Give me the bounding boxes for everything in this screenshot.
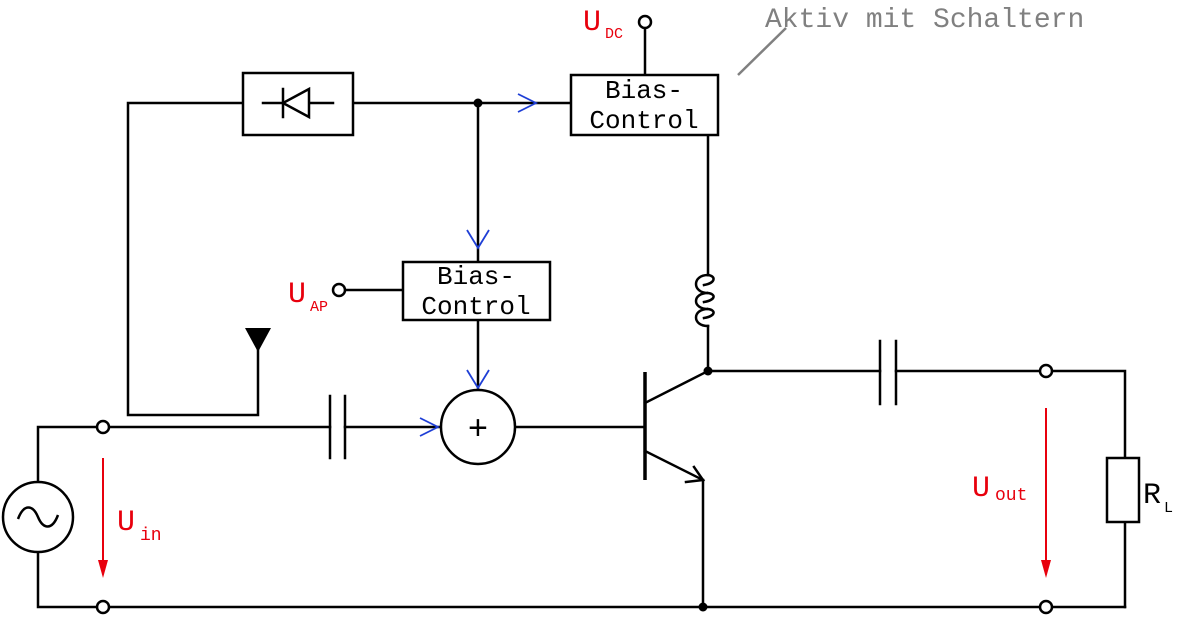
udc-label-main: U xyxy=(583,6,601,40)
annotation-leader-line xyxy=(737,27,787,76)
load-resistor xyxy=(1105,456,1141,524)
uap-label-main: U xyxy=(288,278,306,312)
adder: + xyxy=(439,388,517,466)
uap-terminal xyxy=(331,282,347,298)
input-terminal-top xyxy=(95,419,111,435)
output-capacitor xyxy=(878,339,898,406)
junction-dot xyxy=(473,98,483,108)
annotation-text: Aktiv mit Schaltern xyxy=(765,5,1084,36)
uout-arrowhead xyxy=(1041,560,1051,578)
source-bottom-wire xyxy=(36,550,99,609)
output-terminal-bottom xyxy=(1038,599,1054,615)
wires xyxy=(36,26,1127,609)
arrow-right-icon xyxy=(419,417,441,437)
udc-label-sub: DC xyxy=(605,26,623,43)
rl-label-main: R xyxy=(1143,479,1161,513)
terminals xyxy=(95,14,1054,615)
output-to-load-wire xyxy=(1051,369,1127,460)
input-terminal-bottom xyxy=(95,599,111,615)
feedback-wire xyxy=(126,101,260,417)
signal-arrows xyxy=(419,93,539,437)
uin-arrowhead xyxy=(98,560,108,578)
bias-control-top-line1: Bias- xyxy=(605,76,683,106)
udc-terminal xyxy=(637,14,653,30)
uout-label-main: U xyxy=(972,472,990,506)
source-top-wire xyxy=(36,425,99,484)
inductor xyxy=(694,273,715,328)
uap-label-sub: AP xyxy=(310,299,328,316)
sine-wave-icon xyxy=(16,506,60,528)
uin-label-sub: in xyxy=(140,526,162,546)
detector-diode xyxy=(241,71,355,137)
arrow-down-icon xyxy=(466,229,490,250)
bias-control-mid-line2: Control xyxy=(421,292,530,322)
rl-label-sub: L xyxy=(1164,500,1173,517)
voltage-arrows xyxy=(98,408,1051,578)
output-terminal-top xyxy=(1038,363,1054,379)
labels: Aktiv mit Schaltern U DC U AP U in U out… xyxy=(117,5,1173,546)
bias-control-mid: Bias- Control xyxy=(401,260,552,322)
uout-label-sub: out xyxy=(995,486,1027,506)
adder-symbol: + xyxy=(468,412,488,450)
junction-dot xyxy=(698,602,708,612)
input-capacitor xyxy=(328,394,347,460)
arrow-right-icon xyxy=(517,93,539,113)
bias-control-top-line2: Control xyxy=(589,106,698,136)
arrow-down-icon xyxy=(466,369,490,390)
uin-label-main: U xyxy=(117,506,135,540)
bias-control-mid-line1: Bias- xyxy=(437,262,515,292)
bias-control-top: Bias- Control xyxy=(569,73,720,137)
ac-source xyxy=(1,480,75,554)
transistor xyxy=(643,369,710,484)
antenna-icon xyxy=(245,328,271,352)
